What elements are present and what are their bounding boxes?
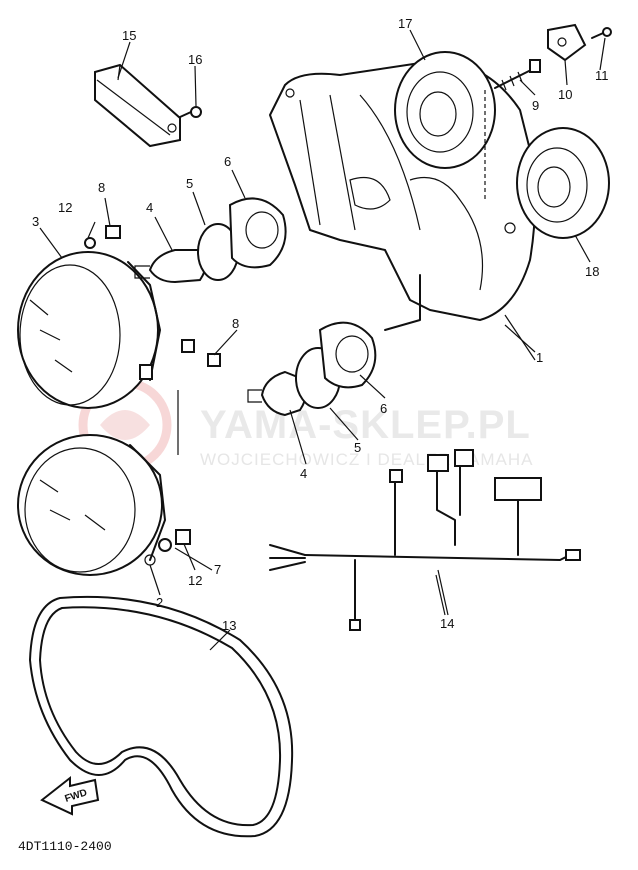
label-part-3: 3 [32,214,39,229]
watermark-brand: YAMA-SKLEP.PL [200,403,531,447]
part-16-screw [179,106,202,118]
part-13-trim-frame [29,595,294,838]
part-14-wire-harness [269,449,581,631]
part-12-washer-lower [158,538,172,552]
part-11-screw [591,27,612,39]
label-part-8-side: 8 [232,316,239,331]
label-part-16: 16 [188,52,202,67]
label-part-2: 2 [156,595,163,610]
part-8-screw-upper [105,225,121,239]
part-18-meter-cup [516,127,610,239]
label-part-6-lower: 6 [380,401,387,416]
label-part-7: 7 [214,562,221,577]
part-4-bulb-upper [134,249,207,284]
leader-lines [39,29,606,651]
watermark-tagline: WOJCIECHOWICZ I DEALER YAMAHA [200,450,533,469]
diagram-code: 4DT1110-2400 [18,839,112,854]
label-part-12-lower: 12 [188,573,202,588]
label-part-6-upper: 6 [224,154,231,169]
part-12-washer-upper [84,237,96,249]
part-2-headlight [17,390,179,576]
part-17-meter-cup [394,51,496,200]
label-part-15: 15 [122,28,136,43]
part-9-bolt [494,59,541,91]
part-6-cover-lower [318,321,377,389]
label-part-1: 1 [536,350,543,365]
fwd-arrow-icon [40,775,100,816]
part-6-cover-upper [228,197,287,269]
label-part-11: 11 [595,68,609,83]
label-part-5-lower: 5 [354,440,361,455]
part-10-bracket [547,23,587,62]
label-part-8-upper: 8 [98,180,105,195]
part-15-lens-unit [94,63,181,148]
label-part-5-upper: 5 [186,176,193,191]
label-part-17: 17 [398,16,412,31]
label-part-13: 13 [222,618,236,633]
label-part-14: 14 [440,616,454,631]
label-part-4-upper: 4 [146,200,153,215]
part-7-screw [175,529,191,545]
part-8-screws-side [181,339,221,367]
label-part-10: 10 [558,87,572,102]
label-part-4-lower: 4 [300,466,307,481]
part-3-headlight [17,251,161,409]
label-part-18: 18 [585,264,599,279]
label-part-12-upper: 12 [58,200,72,215]
label-part-9: 9 [532,98,539,113]
